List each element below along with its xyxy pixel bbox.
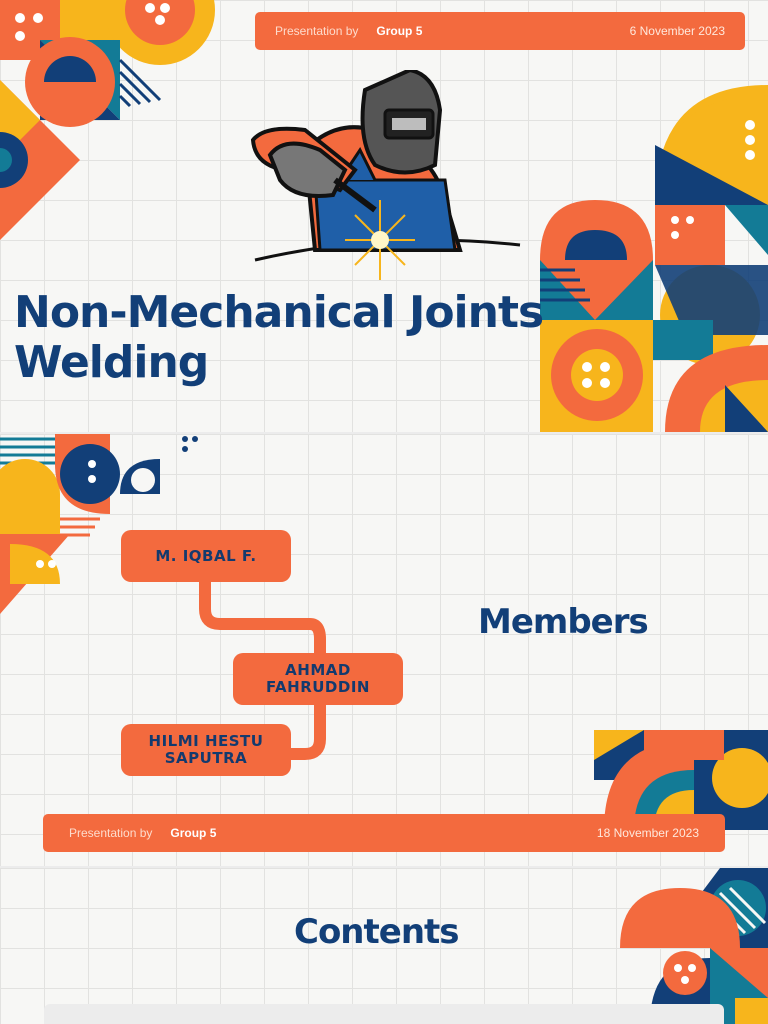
geometric-decoration-right xyxy=(620,868,768,1024)
title-line-2: Welding xyxy=(14,337,209,388)
member-connector-lines xyxy=(199,574,326,760)
member-box-1: M. IQBAL F. xyxy=(121,530,291,582)
presented-by-label: Presentation by xyxy=(69,826,153,840)
slide-title: Presentation by Group 5 6 November 2023 xyxy=(0,0,768,432)
welder-illustration xyxy=(250,70,521,280)
geometric-decoration-bottom-right xyxy=(594,730,768,830)
slide-contents: Contents xyxy=(0,868,768,1024)
presentation-date: 6 November 2023 xyxy=(629,24,725,38)
contents-heading: Contents xyxy=(294,912,460,952)
geometric-decoration-top-left xyxy=(0,434,198,614)
presentation-info-bar: Presentation by Group 5 18 November 2023 xyxy=(43,814,725,852)
geometric-decoration-right xyxy=(540,85,768,432)
presented-by-label: Presentation by xyxy=(275,24,359,38)
member-box-2: AHMAD FAHRUDDIN xyxy=(233,653,403,705)
group-name: Group 5 xyxy=(170,826,217,840)
contents-panel xyxy=(44,1004,724,1024)
members-heading: Members xyxy=(478,602,649,642)
member-box-3: HILMI HESTU SAPUTRA xyxy=(121,724,291,776)
group-name: Group 5 xyxy=(376,24,423,38)
presentation-title: Non-Mechanical Joints Welding xyxy=(14,287,544,388)
presentation-info-bar: Presentation by Group 5 6 November 2023 xyxy=(255,12,745,50)
geometric-decoration-top-left xyxy=(0,0,215,240)
slide-members: M. IQBAL F. AHMAD FAHRUDDIN HILMI HESTU … xyxy=(0,434,768,866)
presentation-date: 18 November 2023 xyxy=(596,826,699,840)
title-line-1: Non-Mechanical Joints xyxy=(14,287,544,338)
